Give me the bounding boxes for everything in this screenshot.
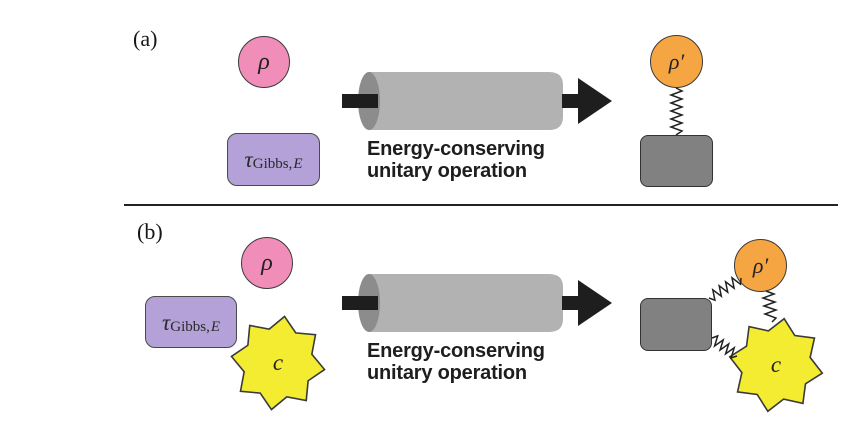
caption-b-line2: unitary operation (367, 361, 527, 384)
rho-state-circle-b: ρ (241, 237, 293, 289)
arrow-shaft-in-a (342, 94, 378, 108)
tau-symbol-b: τ (162, 309, 171, 335)
spring-icon-b-circle-star (760, 290, 779, 323)
caption-a-line1: Energy-conserving (367, 138, 545, 160)
rho-prime-label-a: ρ′ (668, 48, 685, 74)
panel-divider (124, 204, 838, 207)
spring-icon-a (668, 87, 685, 136)
spring-icon-b-box-star (711, 334, 738, 360)
unitary-cylinder-icon-a (342, 72, 612, 130)
clock-star-out-b: c (728, 317, 824, 413)
clock-label-in-b: c (272, 350, 284, 375)
rho-prime-circle-b: ρ′ (734, 239, 787, 292)
panel-a-label: (a) (133, 26, 158, 51)
rho-label-a: ρ (258, 49, 270, 75)
bath-box-a (640, 135, 713, 187)
arrow-shaft-in-b (342, 296, 378, 310)
caption-b: Energy-conserving unitary operation (367, 340, 545, 384)
spring-icon-b-box-circle (708, 276, 742, 302)
rho-prime-circle-a: ρ′ (650, 35, 703, 88)
rho-label-b: ρ (261, 250, 273, 276)
rho-prime-label-b: ρ′ (752, 252, 769, 278)
eight-point-star-icon (230, 315, 326, 411)
tau-subscript-a: Gibbs, (252, 156, 293, 172)
right-arrow-icon-b (578, 280, 612, 326)
unitary-cylinder-icon-b (342, 274, 612, 332)
tau-subscript-var-a: E (293, 156, 303, 172)
eight-point-star-icon (728, 317, 824, 413)
tau-subscript-b: Gibbs, (170, 318, 210, 335)
caption-b-line1: Energy-conserving (367, 340, 545, 362)
tau-subscript-var-b: E (210, 318, 220, 335)
tau-symbol-a: τ (244, 147, 253, 172)
caption-a: Energy-conserving unitary operation (367, 138, 545, 182)
rho-state-circle-a: ρ (238, 36, 290, 88)
panel-b-label: (b) (137, 219, 163, 244)
right-arrow-icon-a (578, 78, 612, 124)
clock-star-in-b: c (230, 315, 326, 411)
bath-box-b (640, 298, 712, 351)
caption-a-line2: unitary operation (367, 159, 527, 182)
clock-label-out-b: c (770, 352, 782, 377)
